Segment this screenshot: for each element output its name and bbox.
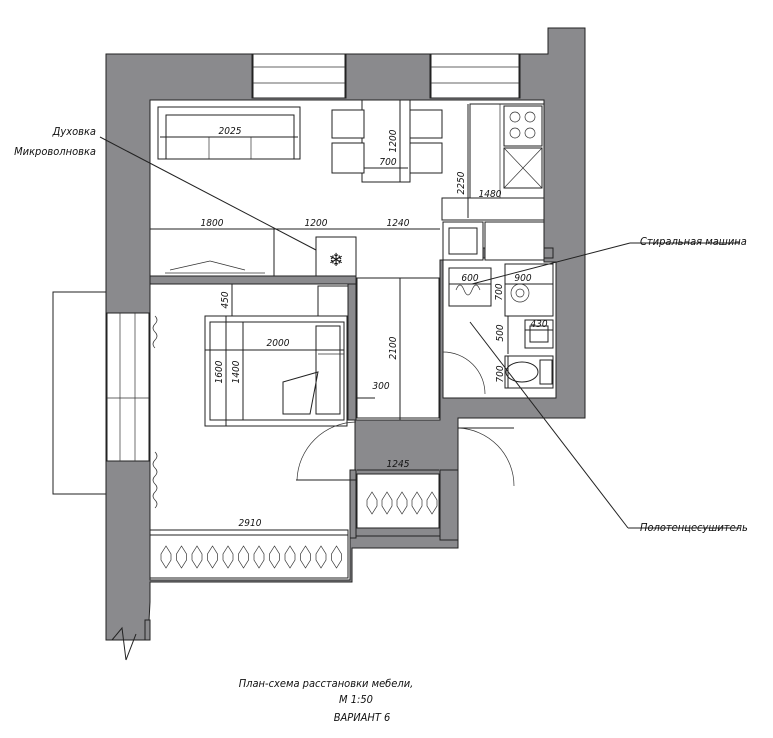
curtain-lower: [152, 451, 158, 509]
fridge: ❄: [315, 236, 357, 277]
dim-wash-d: 700: [494, 283, 505, 300]
windows: [52, 66, 519, 495]
wardrobe: [149, 228, 275, 277]
bottom-wardrobe: [149, 529, 349, 579]
hanger: [366, 491, 378, 515]
hanger: [160, 545, 172, 569]
label-microwave: Микроволновка: [14, 145, 96, 158]
break-mark: [111, 626, 137, 661]
hanger: [191, 545, 203, 569]
hanger: [284, 545, 296, 569]
dim-fridge-zone: 1200: [305, 218, 328, 229]
hanger: [315, 545, 327, 569]
svg-text:❄: ❄: [328, 250, 343, 271]
dim-closet-w: 1245: [387, 459, 410, 470]
dim-bath-gap: 500: [495, 324, 506, 341]
bed: [204, 315, 348, 427]
dim-radiator-w: 2910: [239, 518, 262, 529]
washing-machine: [448, 267, 492, 307]
caption-variant: ВАРИАНТ 6: [334, 711, 391, 724]
leader-lines: [99, 136, 740, 529]
corridor: [356, 277, 440, 419]
hanger: [411, 491, 423, 515]
bath: [504, 263, 554, 317]
dim-table-len: 1200: [388, 129, 399, 152]
label-washer: Стиральная машина: [640, 235, 747, 248]
hanger: [300, 545, 311, 569]
dim-kitchen-len: 2250: [456, 171, 467, 194]
hanger: [238, 545, 249, 569]
hanger: [381, 491, 393, 515]
dimension-lines: [150, 100, 553, 531]
label-oven: Духовка: [52, 125, 96, 138]
hanger: [426, 491, 438, 515]
dim-kitchen-depth: 1480: [479, 189, 502, 200]
hanger: [176, 545, 187, 569]
caption-scale: М 1:50: [339, 693, 373, 706]
dim-wardrobe: 1800: [201, 218, 224, 229]
dim-bath-w: 900: [514, 273, 531, 284]
balcony: [52, 291, 107, 495]
shelf: [317, 285, 349, 317]
hanger: [207, 545, 218, 569]
hanger: [269, 545, 280, 569]
dim-bed-w-outer: 1600: [214, 360, 225, 383]
walls: [105, 27, 586, 641]
dim-bed-gap: 450: [220, 291, 231, 308]
hanger: [396, 491, 408, 515]
hanger: [253, 545, 265, 569]
dim-hall-w: 1240: [387, 218, 410, 229]
toilet: [504, 355, 554, 389]
dining-table: [331, 99, 443, 183]
hanger: [222, 545, 234, 569]
dim-bed-w-inner: 1400: [231, 360, 242, 383]
closet: [356, 473, 440, 529]
caption-title: План-схема расстановки мебели,: [239, 677, 414, 690]
curtain-upper: [152, 315, 158, 349]
label-towel-dryer: Полотенцесушитель: [640, 521, 748, 534]
dim-step: 300: [372, 381, 389, 392]
dim-wc-depth: 700: [495, 365, 506, 382]
dim-table-w: 700: [379, 157, 396, 168]
dim-bed-len: 2000: [267, 338, 290, 349]
dim-wash-w: 600: [461, 273, 478, 284]
doors: [296, 351, 515, 487]
dim-sofa: 2025: [219, 126, 242, 137]
dim-corridor-len: 2100: [388, 336, 399, 359]
dim-sink-w: 430: [530, 319, 547, 330]
hanger: [331, 545, 342, 569]
kitchen-counter: [441, 103, 545, 261]
